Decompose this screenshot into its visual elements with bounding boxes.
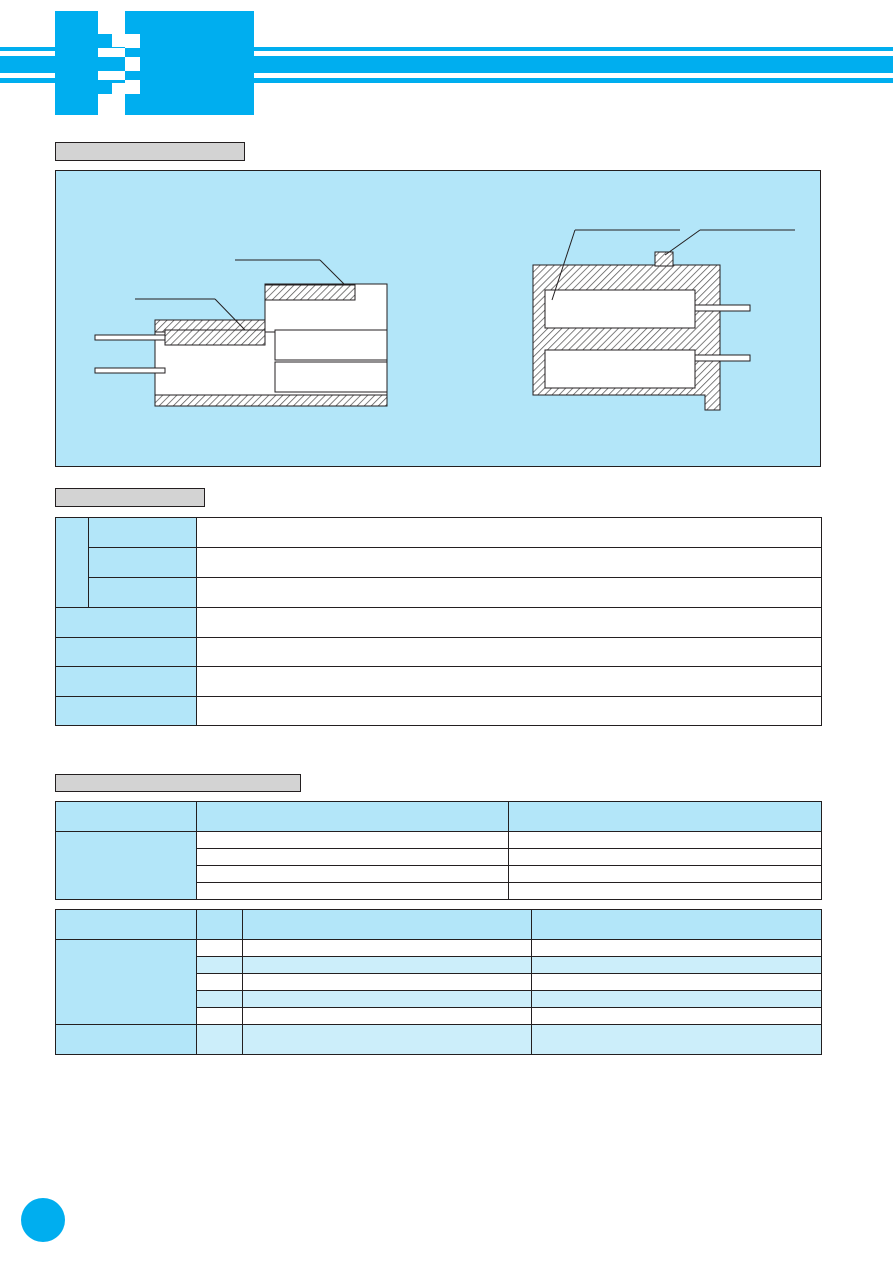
connector-cross-section-illustration [94, 229, 795, 410]
table-row [56, 865, 822, 883]
table-row [56, 577, 822, 608]
section-label-materials [55, 774, 301, 792]
table-row [55, 607, 822, 638]
applicable-wire-table [55, 909, 822, 1055]
header-stripe-thin-top [0, 47, 893, 51]
table-row [55, 1024, 822, 1055]
table-row [56, 990, 822, 1008]
table-row [56, 547, 822, 578]
table-row [55, 666, 822, 697]
table-row [55, 939, 822, 1025]
cross-section-diagram-panel [55, 170, 821, 467]
table-row [56, 882, 822, 900]
table-header-row [55, 801, 822, 832]
table-row [55, 696, 822, 726]
header-stripe-thin-bottom [0, 78, 893, 83]
materials-table [55, 801, 822, 900]
table-row [56, 1007, 822, 1025]
section-label-specifications [55, 488, 205, 507]
table-row [55, 517, 822, 608]
section-label-structure [55, 142, 245, 161]
table-row [55, 831, 822, 900]
specifications-table [55, 517, 822, 726]
table-header-row [55, 909, 822, 940]
table-row [56, 956, 822, 974]
table-row [55, 637, 822, 667]
page-number-badge [21, 1198, 65, 1242]
